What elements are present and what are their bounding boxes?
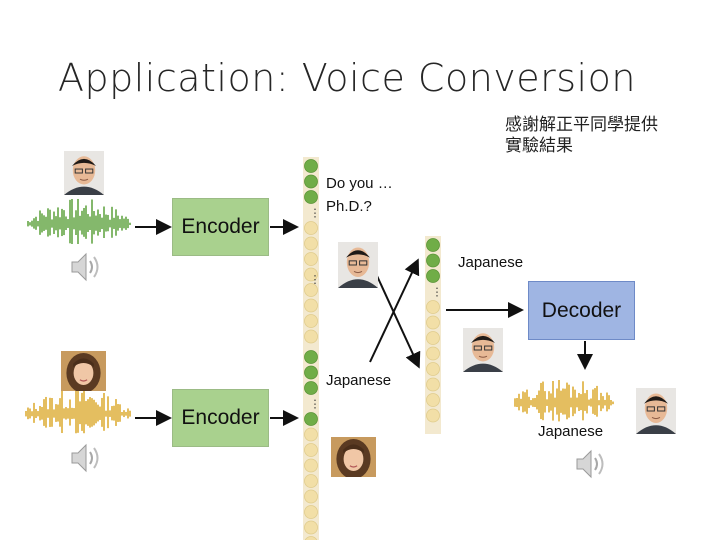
speaker-male-avatar-code <box>338 242 378 288</box>
latent-node-beige <box>304 443 318 457</box>
slide-title: Application: Voice Conversion <box>58 56 636 100</box>
encoder-top-label: Encoder <box>181 215 260 238</box>
latent-node-beige <box>304 474 318 488</box>
latent-node-beige <box>304 267 318 282</box>
latent-node-beige <box>304 329 318 344</box>
latent-node-beige <box>426 408 440 423</box>
arrow-cross-up <box>369 258 420 363</box>
label-top-content: Do you … Ph.D.? <box>326 175 393 215</box>
latent-node-beige <box>304 427 318 442</box>
speaker-male-avatar-top <box>64 151 104 195</box>
latent-node-green <box>304 159 318 173</box>
label-top-speaker: Japanese <box>458 254 524 271</box>
latent-node-beige <box>426 377 440 392</box>
latent-node-green <box>304 190 318 204</box>
credit-note: 感謝解正平同學提供 實驗結果 <box>505 115 658 155</box>
latent-node-green <box>304 174 318 189</box>
latent-node-beige <box>304 283 318 297</box>
label-output: Japanese <box>538 423 604 440</box>
arrow-cross-down <box>371 264 421 369</box>
latent-column-bottom: ⋮ <box>303 348 321 540</box>
latent-node-green <box>304 350 318 364</box>
label-bottom-content: Japanese <box>326 372 392 389</box>
latent-node-beige <box>304 520 318 535</box>
speaker-male-avatar-output <box>636 388 676 434</box>
latent-node-green <box>426 269 440 283</box>
ellipsis-mark: ⋮ <box>310 398 321 411</box>
latent-node-beige <box>304 236 318 251</box>
ellipsis-mark: ⋮ <box>310 207 321 220</box>
latent-node-beige <box>304 252 318 266</box>
waveform-bottom-input <box>25 389 131 434</box>
latent-node-green <box>304 381 318 395</box>
latent-node-beige <box>426 393 440 407</box>
speaker-icon-output[interactable] <box>575 448 609 480</box>
waveform-top-input <box>27 198 131 245</box>
latent-node-green <box>304 412 318 426</box>
encoder-bottom-label: Encoder <box>181 406 260 429</box>
latent-column-combined: ⋮ <box>425 236 443 434</box>
speaker-female-avatar-input <box>61 351 106 391</box>
latent-node-beige <box>304 505 318 519</box>
speaker-icon-top[interactable] <box>70 251 104 283</box>
latent-node-green <box>426 253 440 268</box>
latent-node-beige <box>426 300 440 314</box>
encoder-box-top: Encoder <box>172 198 269 256</box>
speaker-female-avatar-code <box>331 437 376 477</box>
decoder-label: Decoder <box>541 298 622 322</box>
latent-node-green <box>304 365 318 380</box>
ellipsis-mark: ⋮ <box>310 273 321 286</box>
speaker-icon-bottom[interactable] <box>70 442 104 474</box>
latent-node-beige <box>304 298 318 313</box>
latent-node-beige <box>426 346 440 361</box>
latent-node-beige <box>426 331 440 345</box>
speaker-male-avatar-decoder <box>463 328 503 372</box>
decoder-box: Decoder <box>528 281 635 340</box>
latent-node-beige <box>304 221 318 235</box>
encoder-box-bottom: Encoder <box>172 389 269 447</box>
latent-node-beige <box>426 315 440 330</box>
latent-node-green <box>426 238 440 252</box>
latent-node-beige <box>426 362 440 376</box>
latent-node-beige <box>304 489 318 504</box>
ellipsis-mark: ⋮ <box>432 286 443 299</box>
waveform-output <box>514 379 614 422</box>
latent-node-beige <box>304 314 318 328</box>
latent-node-beige <box>304 536 318 540</box>
latent-node-beige <box>304 458 318 473</box>
